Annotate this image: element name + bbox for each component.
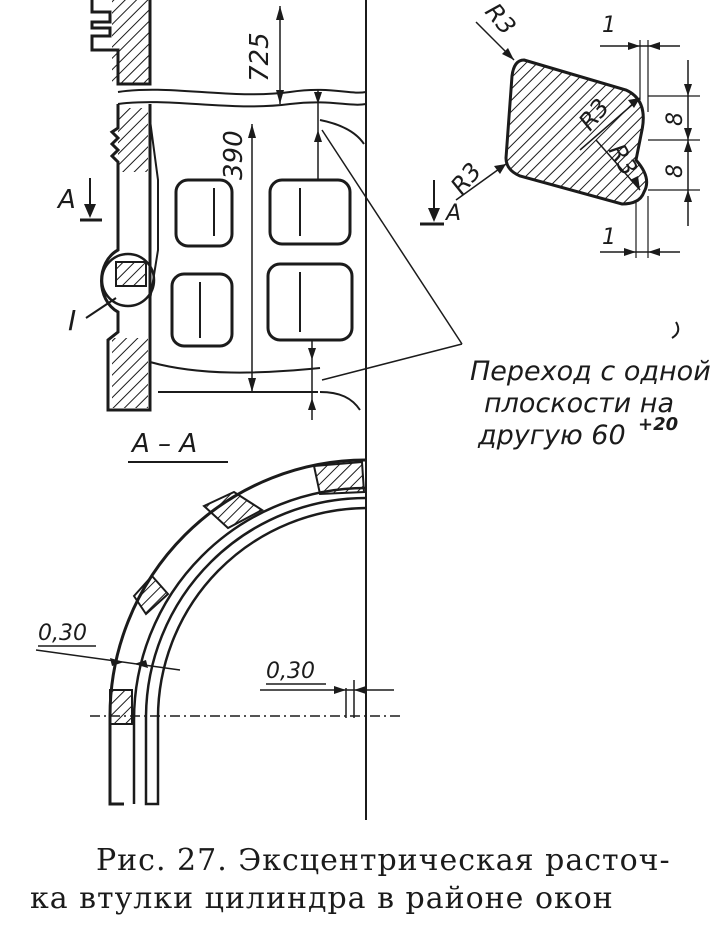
note-leader-1 xyxy=(321,129,463,345)
caption-line-1: Рис. 27. Эксцентрическая расточ- xyxy=(96,843,671,878)
arc-hatch-3 xyxy=(132,574,170,616)
thickness-030-right: 0,30 xyxy=(266,659,315,684)
detail-i-leader xyxy=(85,297,117,319)
caption-line-2: ка втулки цилиндра в районе окон xyxy=(30,881,614,916)
outer-arc xyxy=(108,458,367,806)
note-superscript: +20 xyxy=(638,414,678,435)
note-line-3: другую 60 xyxy=(477,420,626,451)
section-marker-a-right: А xyxy=(444,201,461,226)
arc-hatch-1 xyxy=(312,460,366,496)
wall-hatch-lower xyxy=(112,338,148,408)
dimension-8-upper: 8 xyxy=(663,112,688,126)
break-line xyxy=(117,88,367,96)
flange-hatch xyxy=(112,0,150,84)
port-window-2 xyxy=(268,178,352,246)
radius-r3-bottom: R3 xyxy=(445,157,487,199)
thickness-030-left: 0,30 xyxy=(38,621,87,646)
radius-r3-top: R3 xyxy=(479,0,521,40)
section-marker-a-left: А xyxy=(56,185,76,215)
figure-caption: Рис. 27. Эксцентрическая расточ- ка втул… xyxy=(30,842,690,918)
arc-hatch-4 xyxy=(109,689,133,725)
port-window-4 xyxy=(266,262,354,342)
transition-note: Переход с одной плоскости на другую 60 +… xyxy=(470,356,711,451)
note-leader-2 xyxy=(321,343,463,381)
dimension-8-lower: 8 xyxy=(663,164,688,178)
dimension-1-bottom: 1 xyxy=(602,225,616,250)
window-edge-detail: R3 R3 R3 R3 1 1 8 8 xyxy=(420,0,700,339)
sleeve-section-view: 725 390 А I xyxy=(56,0,463,820)
detail-i-label: I xyxy=(68,304,76,337)
dimension-390: 390 xyxy=(219,130,249,180)
note-line-2: плоскости на xyxy=(484,388,674,419)
detail-i-tooth xyxy=(115,261,147,287)
wall-hatch-upper xyxy=(118,108,148,172)
dimension-725: 725 xyxy=(245,32,275,82)
note-line-1: Переход с одной xyxy=(470,356,711,387)
arc-hatch-2 xyxy=(202,490,264,530)
port-window-1 xyxy=(174,178,234,248)
section-aa-view: А – А 0,30 0,30 xyxy=(35,429,400,806)
section-aa-label: А – А xyxy=(130,429,197,459)
dimension-1-top: 1 xyxy=(602,13,616,38)
port-window-3 xyxy=(170,272,234,348)
edge-profile xyxy=(504,58,649,206)
